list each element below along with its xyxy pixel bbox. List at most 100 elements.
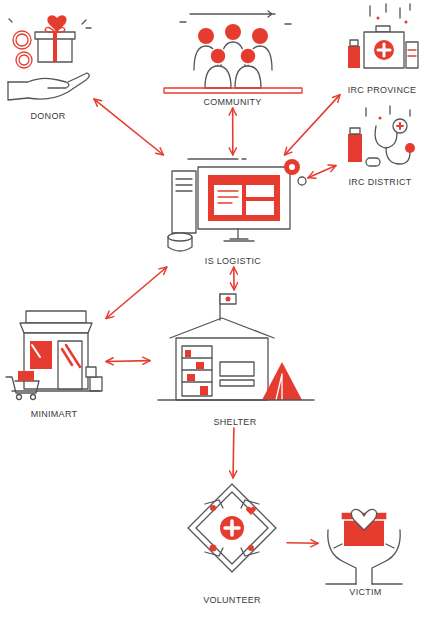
node-label: DONOR [31,111,66,122]
donor-icon-part [19,55,29,65]
donor-icon-part [13,31,31,49]
community-icon-part [235,66,261,88]
donor-icon-part [8,78,69,88]
illustration-layer-part [6,4,418,584]
irc-province-icon-part [364,32,404,68]
irc-district-icon-part [393,119,407,133]
community-icon-part [252,28,268,44]
node-label: VOLUNTEER [203,595,261,606]
volunteer-icon-part [205,500,259,556]
is-logistic-icon-part [298,177,306,185]
community-icon [164,11,302,93]
donor-icon [8,15,91,100]
irc-province-icon-part [408,50,416,56]
shelter-icon-part [170,318,274,338]
irc-province-icon-part [348,46,360,68]
victim-icon-part [326,583,402,584]
irc-province-icon-part [376,26,390,32]
minimart-icon-part [86,367,96,377]
irc-province-icon-part [378,44,390,56]
shelter-icon-part [200,386,208,395]
victim-icon-part [351,509,376,530]
flow-arrow [232,108,234,155]
volunteer-icon-part [225,521,239,535]
minimart-icon-part [62,345,80,367]
irc-province-icon [348,4,418,68]
donor-icon-part [28,73,89,99]
shelter-icon-part [158,399,314,400]
illustrated-node: COMMUNITY [150,8,315,108]
victim-icon [326,509,402,584]
victim-icon-part [334,544,394,548]
community-icon-part [240,48,256,64]
is-logistic-icon-part [218,191,238,203]
shelter-icon [158,294,314,400]
irc-province-icon-part [370,4,410,18]
node-label: IS LOGISTIC [205,256,261,267]
illustrated-node: MINIMART [2,305,106,420]
minimart-icon-part [30,341,52,369]
irc-district-icon-part [366,106,410,116]
victim-icon-part [328,530,356,584]
volunteer-icon-part [210,545,217,552]
is-logistic-icon-part [224,229,254,241]
node-label: MINIMART [31,409,78,420]
donor-icon-part [53,32,57,62]
community-icon-part [180,11,291,24]
node-label: COMMUNITY [203,97,261,108]
donor-icon-part [16,52,32,68]
shelter-icon-part [276,374,282,400]
is-logistic-icon-part [246,201,274,215]
shelter-icon-part [187,374,195,381]
victim-icon-part [372,530,400,584]
illustrated-node: VICTIM [318,490,413,598]
illustrated-node: VOLUNTEER [177,478,287,606]
flow-arrow [287,542,318,544]
community-icon-part [210,48,226,64]
flow-arrow [232,428,234,478]
minimart-icon-part [90,377,102,391]
community-icon-part [164,88,302,93]
illustrated-node: IRC DISTRICT [336,104,424,188]
is-logistic-icon-part [168,233,192,241]
minimart-icon-part [58,341,82,389]
irc-district-icon-part [350,128,360,134]
is-logistic-icon-part [246,185,274,197]
volunteer-icon-part [188,484,276,572]
minimart-icon-part [20,323,92,333]
illustrated-node: DONOR [2,2,94,122]
community-icon-part [198,28,214,44]
irc-province-icon-part [377,17,380,20]
flow-arrow [285,95,340,155]
volunteer-icon-part [246,507,256,515]
flow-arrow [308,165,336,177]
flow-arrow [94,99,163,155]
community-icon-part [225,24,241,40]
minimart-icon-part [18,371,34,381]
illustrated-node: IS LOGISTIC [158,155,308,267]
irc-district-icon-part [379,117,382,120]
is-logistic-icon-part [284,159,300,175]
is-logistic-icon-part [208,175,280,221]
minimart-icon [6,311,102,400]
shelter-icon-part [196,362,204,369]
minimart-icon-part [17,395,22,400]
is-logistic-icon [168,159,306,251]
volunteer-icon-part [220,516,244,540]
donor-icon-part [16,34,28,46]
is-logistic-icon-part [176,179,192,191]
is-logistic-icon-part [289,164,295,170]
flow-arrow [106,267,167,318]
node-label: VICTIM [349,587,381,598]
illustrated-node: SHELTER [150,290,320,428]
irc-district-icon-part [348,134,362,162]
irc-province-icon-part [406,42,418,68]
donor-icon-part [8,82,28,100]
irc-province-icon-part [350,40,358,46]
shelter-icon-part [220,362,254,376]
is-logistic-icon-part [168,237,192,251]
volunteer-icon-part [196,492,268,564]
donor-icon-part [9,19,91,28]
shelter-icon-part [185,350,191,357]
